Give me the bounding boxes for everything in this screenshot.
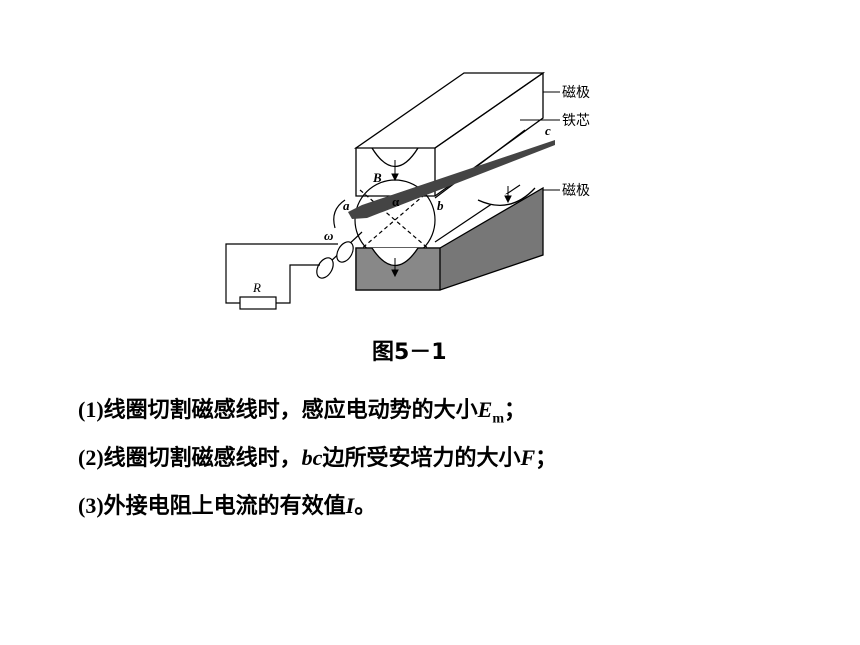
- question-2-text-before: 线圈切割磁感线时，: [103, 446, 302, 471]
- question-3-number: (3): [78, 493, 104, 518]
- label-alpha: α: [392, 194, 400, 209]
- question-2-pre-var: bc: [301, 445, 323, 470]
- question-2: (2)线圈切割磁感线时，bc边所受安培力的大小F；: [78, 440, 557, 472]
- motor-diagram: 磁极 铁芯 磁极 c B a α b ω R: [225, 72, 590, 310]
- field-arrows: [391, 160, 512, 278]
- label-core: 铁芯: [562, 113, 590, 129]
- label-a: a: [343, 198, 350, 213]
- question-2-number: (2): [78, 445, 104, 470]
- question-1-var: E: [477, 397, 493, 422]
- question-3: (3)外接电阻上电流的有效值I。: [78, 488, 376, 520]
- label-c: c: [545, 123, 551, 138]
- label-b: b: [437, 198, 444, 213]
- question-1-number: (1): [78, 397, 104, 422]
- slip-rings: [316, 231, 363, 279]
- resistor: [239, 296, 277, 310]
- label-pole-top: 磁极: [562, 85, 590, 101]
- coil-plate: [348, 140, 555, 219]
- label-R: R: [252, 280, 261, 295]
- top-pole-block: [353, 72, 546, 197]
- figure-caption: 图5－1: [372, 340, 447, 365]
- external-circuit: [225, 243, 338, 310]
- rotation-arrow: [333, 199, 346, 229]
- question-2-var: F: [520, 445, 536, 470]
- bottom-pole-block: [355, 186, 544, 291]
- question-1-text: 线圈切割磁感线时，感应电动势的大小: [103, 398, 478, 423]
- label-pole-bottom: 磁极: [562, 183, 590, 199]
- question-3-end: 。: [354, 494, 377, 519]
- question-2-end: ；: [535, 446, 558, 471]
- question-3-var: I: [345, 493, 355, 518]
- question-2-text: 边所受安培力的大小: [322, 446, 521, 471]
- label-B: B: [372, 170, 382, 185]
- question-1-sub: m: [492, 411, 505, 427]
- question-1: (1)线圈切割磁感线时，感应电动势的大小Em；: [78, 392, 526, 427]
- question-3-text: 外接电阻上电流的有效值: [103, 494, 346, 519]
- label-omega: ω: [324, 228, 333, 243]
- question-1-end: ；: [504, 398, 527, 423]
